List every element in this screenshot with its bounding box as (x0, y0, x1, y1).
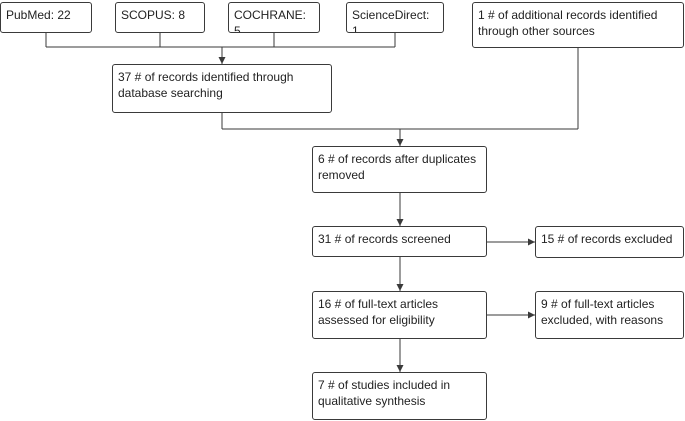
fulltext-excluded-label: 9 # of full-text articles excluded, with… (541, 297, 664, 327)
other-sources-box: 1 # of additional records identified thr… (472, 2, 684, 48)
screened-label: 31 # of records screened (318, 232, 451, 246)
screened-box: 31 # of records screened (312, 226, 487, 257)
fulltext-assessed-label: 16 # of full-text articles assessed for … (318, 297, 439, 327)
other-sources-label: 1 # of additional records identified thr… (478, 8, 658, 38)
cochrane-label: COCHRANE: 5 (234, 8, 310, 33)
scopus-label: SCOPUS: 8 (121, 8, 186, 22)
fulltext-excluded-box: 9 # of full-text articles excluded, with… (535, 291, 684, 339)
sciencedirect-label: ScienceDirect: 1 (352, 8, 433, 33)
identified-label: 37 # of records identified through datab… (118, 70, 294, 100)
pubmed-label: PubMed: 22 (6, 8, 71, 22)
cochrane-box: COCHRANE: 5 (228, 2, 320, 33)
identified-box: 37 # of records identified through datab… (112, 64, 332, 113)
pubmed-box: PubMed: 22 (0, 2, 92, 33)
included-label: 7 # of studies included in qualitative s… (318, 378, 451, 408)
excluded-box: 15 # of records excluded (535, 226, 684, 258)
scopus-box: SCOPUS: 8 (115, 2, 205, 33)
sciencedirect-box: ScienceDirect: 1 (346, 2, 444, 33)
after-duplicates-box: 6 # of records after duplicates removed (312, 146, 487, 193)
after-duplicates-label: 6 # of records after duplicates removed (318, 152, 477, 182)
fulltext-assessed-box: 16 # of full-text articles assessed for … (312, 291, 487, 339)
excluded-label: 15 # of records excluded (541, 232, 673, 246)
included-box: 7 # of studies included in qualitative s… (312, 372, 487, 420)
